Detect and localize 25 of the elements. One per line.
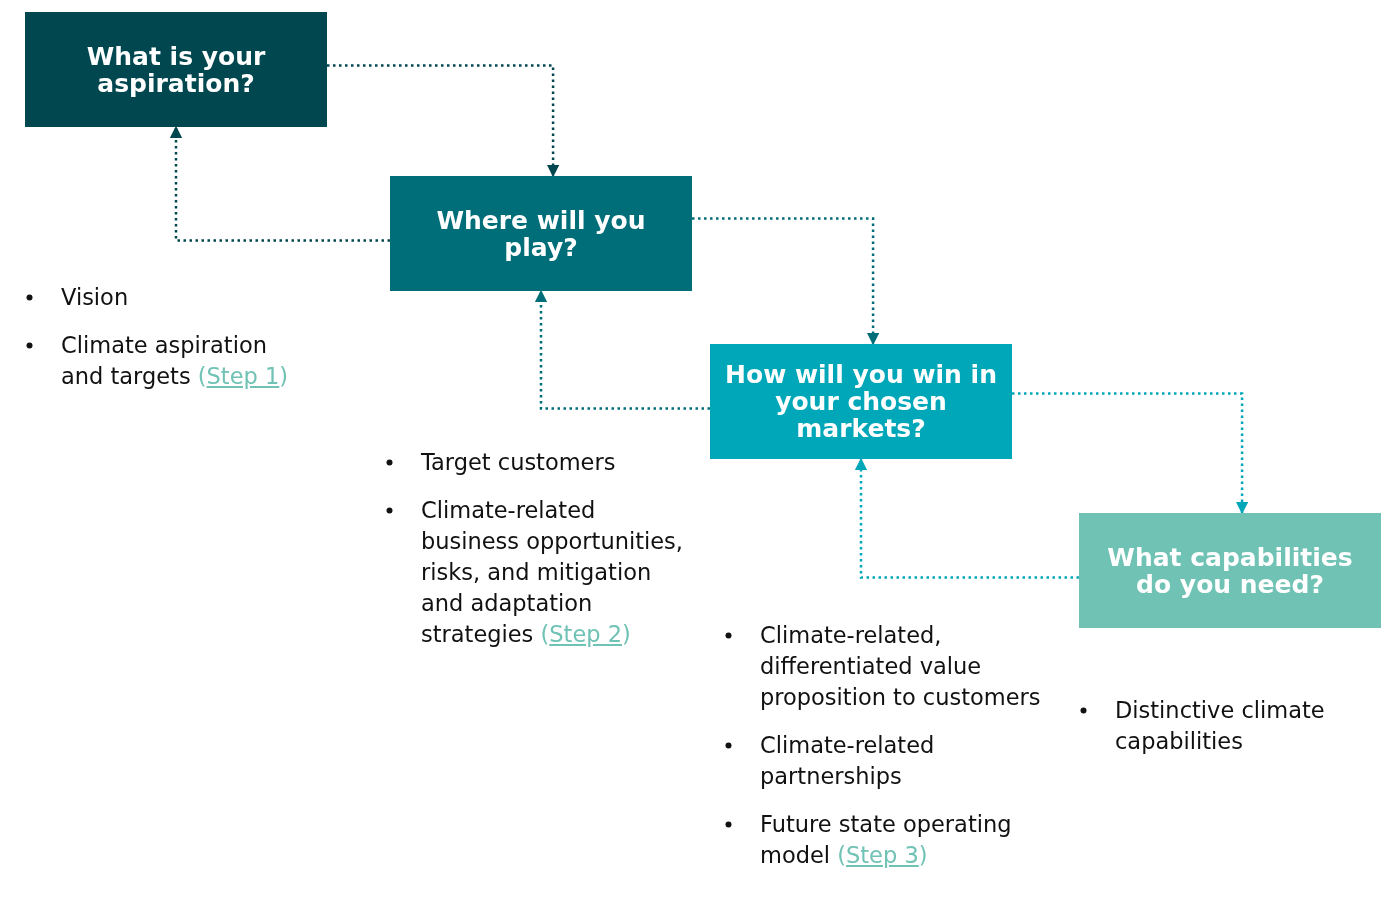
dotted-arrow <box>327 64 560 178</box>
question-box <box>1079 513 1381 628</box>
bullet-text: Climate-related partnerships <box>760 732 935 789</box>
bullet-text: Climate-related, differentiated value proposition to customers <box>760 622 1041 710</box>
dotted-arrow <box>692 217 880 346</box>
bullet-text: Future state operating model (Step 3) <box>760 811 1012 868</box>
bullet-text: Climate aspiration and targets (Step 1) <box>61 332 289 389</box>
question-box <box>710 344 1012 459</box>
question-box <box>25 12 327 127</box>
bullet-text: Target customers <box>421 449 616 475</box>
bullet-text: Distinctive climate capabilities <box>1115 697 1325 754</box>
dotted-arrow <box>534 289 710 410</box>
bullet-text: Vision <box>61 284 129 310</box>
dotted-arrow <box>854 457 1079 579</box>
step-link: (Step 1) <box>197 363 289 389</box>
question-text: What is your aspiration? <box>85 42 267 97</box>
step-link: (Step 3) <box>837 842 928 868</box>
dotted-arrow <box>169 125 390 242</box>
question-box <box>390 176 692 291</box>
bullet-text: Climate-related business opportunities, risks, and mitigation and adaptation strategies (Step 2) <box>421 497 683 647</box>
dotted-arrow <box>1012 392 1249 515</box>
question-text: What capabilities do you need? <box>1106 543 1354 598</box>
question-text: How will you win in your chosen markets? <box>724 361 998 442</box>
step-link: (Step 2) <box>540 621 631 647</box>
question-text: Where will you play? <box>435 206 647 261</box>
